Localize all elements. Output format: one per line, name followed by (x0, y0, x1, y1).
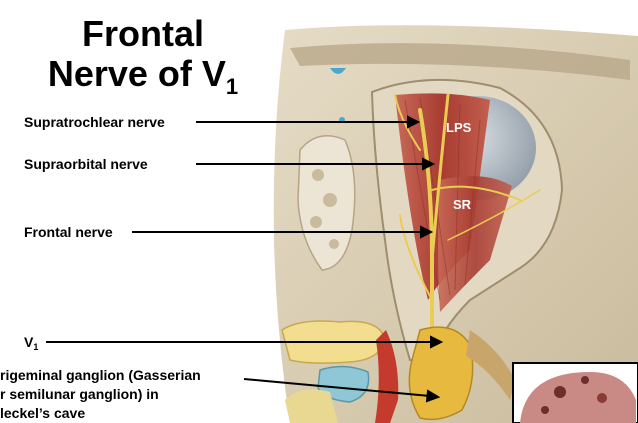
frontal-nerve-branches (394, 93, 541, 402)
label-v1-main: V (24, 334, 34, 350)
title-line-2: Nerve of V1 (20, 54, 266, 107)
title-line-1: Frontal (82, 13, 204, 54)
arrow-ganglion (243, 378, 431, 397)
label-v1: V1 (24, 333, 38, 356)
label-supratrochlear-nerve: Supratrochlear nerve (24, 114, 165, 130)
sr-muscle (438, 176, 512, 312)
muscle-tag-lps: LPS (446, 120, 472, 135)
muscle-tag-sr: SR (453, 197, 472, 212)
pointer-arrows (46, 115, 444, 403)
inset-photo (512, 362, 638, 423)
label-v1-subscript: 1 (33, 342, 39, 352)
label-ganglion-line-3: leckel’s cave (0, 405, 86, 421)
label-supraorbital-nerve: Supraorbital nerve (24, 156, 148, 172)
page-title: Frontal Nerve of V1 (20, 14, 266, 107)
label-frontal-nerve: Frontal nerve (24, 224, 113, 240)
label-ganglion-line-2: r semilunar ganglion) in (0, 386, 159, 402)
label-ganglion-line-1: rigeminal ganglion (Gasserian (0, 367, 201, 383)
title-line-2-subscript: 1 (225, 74, 239, 99)
title-line-2-main: Nerve of V (47, 53, 226, 94)
skull-cortex (290, 43, 630, 80)
